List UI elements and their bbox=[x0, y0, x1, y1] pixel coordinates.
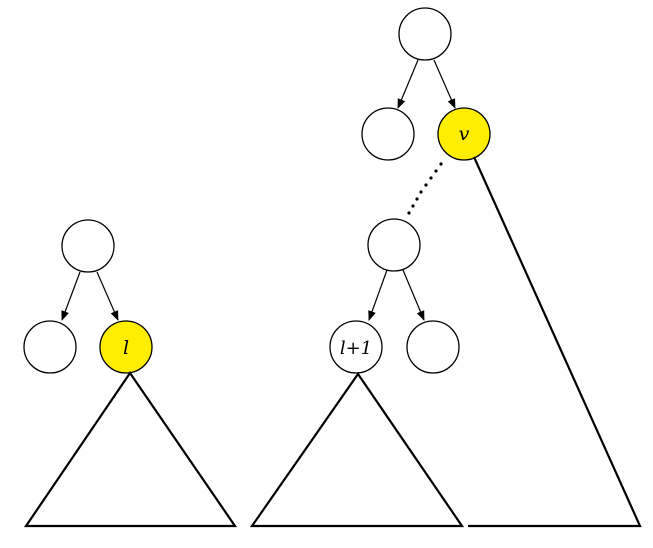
left-tree: l bbox=[23, 219, 238, 528]
path-dot bbox=[429, 176, 433, 180]
path-dot bbox=[415, 197, 419, 201]
l-plus-1-node-label: l+1 bbox=[340, 338, 372, 359]
path-dot bbox=[411, 204, 415, 208]
edge-inner-root-to-l1-node bbox=[368, 269, 388, 321]
l-plus-1-node: l+1 bbox=[329, 320, 383, 374]
right-tree: v l+1 bbox=[249, 7, 642, 528]
edge-right-root-to-v-node bbox=[433, 59, 456, 109]
edge-right-root-to-left-child bbox=[397, 59, 419, 109]
path-dot bbox=[407, 211, 411, 215]
right-tree-v-node: v bbox=[437, 107, 491, 161]
edge-left-root-to-l-node bbox=[96, 271, 119, 321]
v-node-label: v bbox=[459, 123, 470, 145]
inner-right-child-node bbox=[406, 320, 460, 374]
left-subtree-triangle bbox=[23, 371, 238, 528]
l-node-label: l bbox=[123, 337, 129, 359]
l-plus-1-subtree-triangle bbox=[249, 372, 465, 528]
dotted-path bbox=[407, 162, 443, 215]
path-dot bbox=[439, 162, 443, 166]
left-tree-left-child-node bbox=[23, 320, 77, 374]
right-tree-root-node bbox=[398, 7, 452, 61]
path-dot bbox=[419, 190, 423, 194]
path-dot bbox=[424, 183, 428, 187]
path-dot bbox=[434, 169, 438, 173]
edge-inner-root-to-right-child bbox=[402, 269, 425, 321]
edge-left-root-to-left-child bbox=[61, 271, 81, 321]
right-tree-left-child-node bbox=[361, 107, 415, 161]
inner-subtree-root-node bbox=[367, 218, 421, 272]
left-tree-l-node: l bbox=[99, 320, 153, 374]
left-tree-root-node bbox=[61, 219, 115, 273]
v-subtree-outline bbox=[468, 156, 642, 528]
